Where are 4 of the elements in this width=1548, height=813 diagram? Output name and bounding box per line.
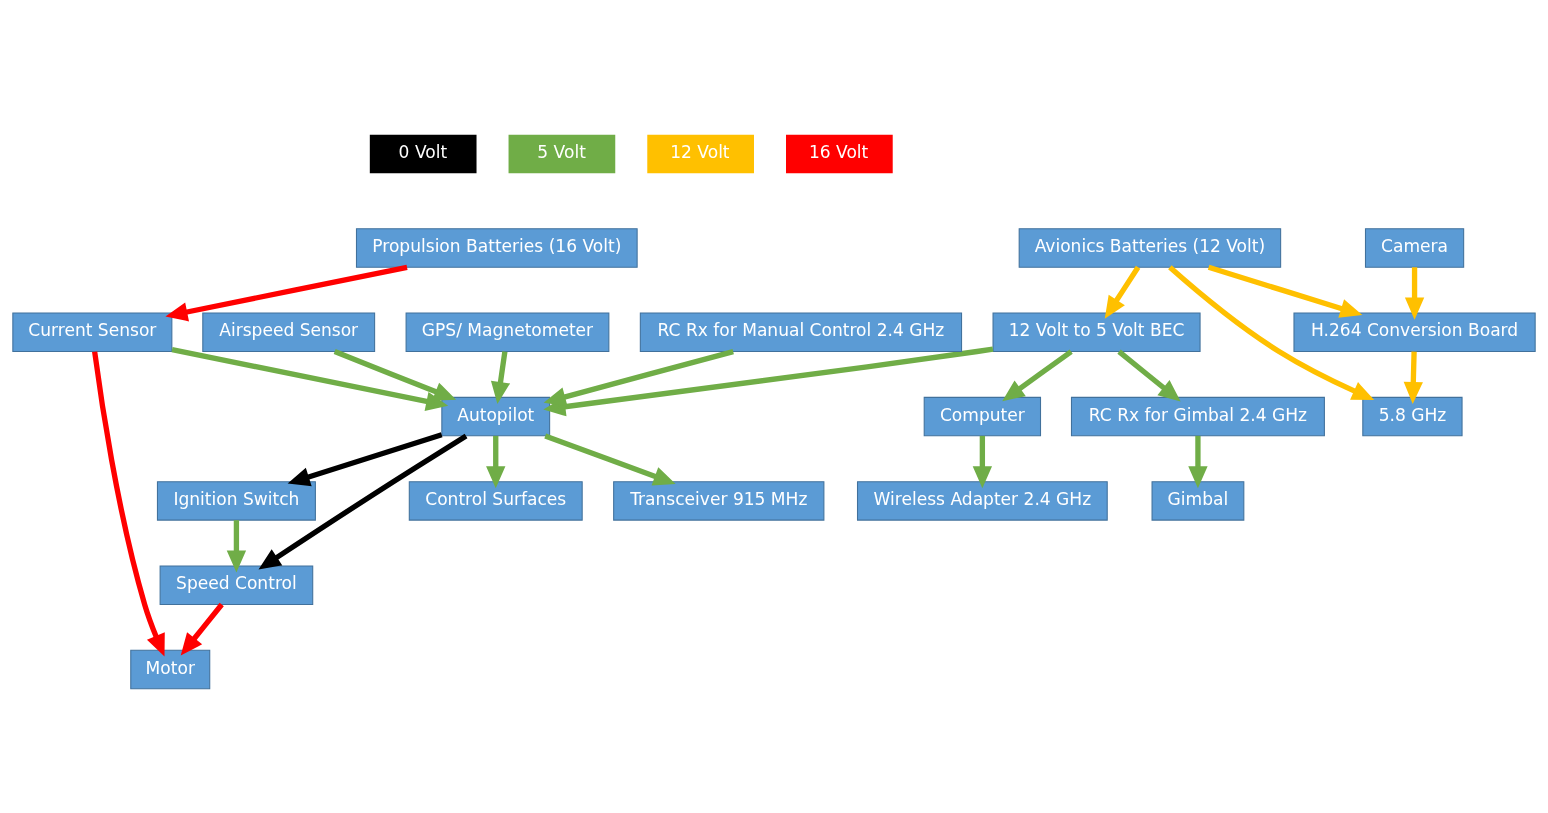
legend-label: 0 Volt (398, 141, 448, 162)
legend-label: 12 Volt (670, 141, 730, 162)
legend-label: 5 Volt (537, 141, 586, 162)
legend-label: 16 Volt (808, 141, 869, 162)
